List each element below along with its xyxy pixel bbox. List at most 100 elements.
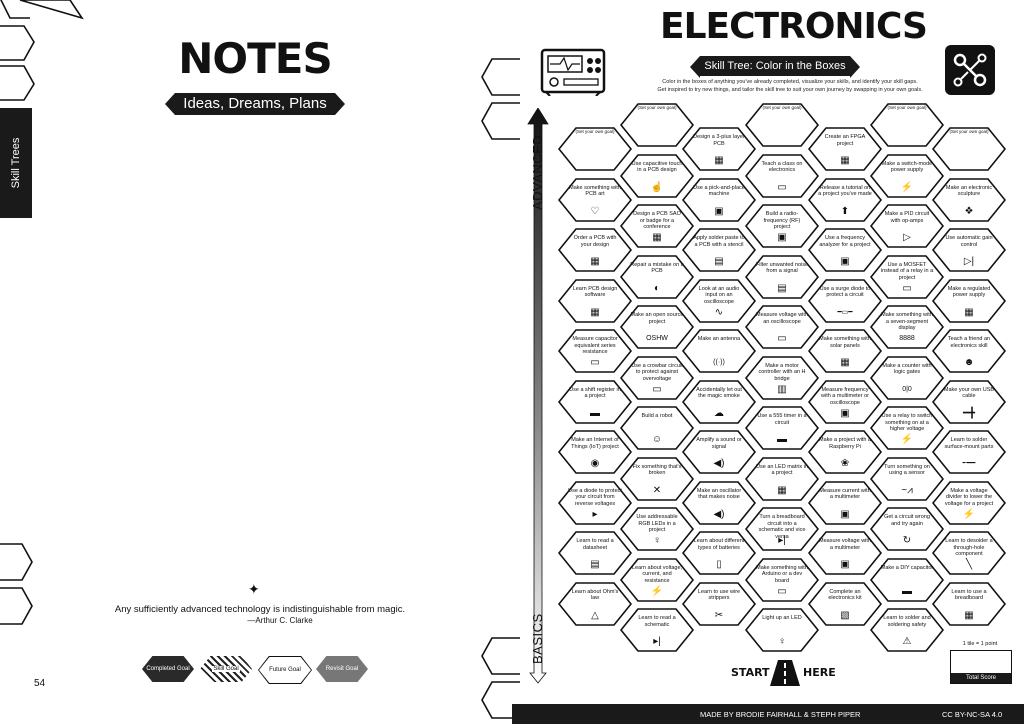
skill-tile[interactable]: Learn to use a breadboard▦ <box>932 581 1006 626</box>
skill-tile[interactable]: Make an electronic sculpture❖ <box>932 177 1006 222</box>
skill-tile[interactable]: Create an FPGA project▦ <box>808 127 882 171</box>
skill-tile-label: Measure capacitor equivalent series resi… <box>572 336 618 355</box>
skill-tile-icon: ▬ <box>777 434 787 445</box>
skill-tile[interactable]: Make a motor controller with an H bridge… <box>745 355 819 400</box>
skill-tile[interactable]: Make something with a seven-segment disp… <box>870 305 944 349</box>
skill-tile[interactable]: Learn about different types of batteries… <box>682 531 756 575</box>
skill-tile[interactable]: Learn about voltage, current, and resist… <box>620 557 694 602</box>
skill-tile[interactable]: (Set your own goal) <box>870 103 944 147</box>
skill-tile[interactable]: Apply solder paste to a PCB with a stenc… <box>682 228 756 272</box>
skill-tile[interactable]: Build a robot☺ <box>620 406 694 450</box>
skill-tile[interactable]: Design a 3-plus layer PCB▦ <box>682 127 756 171</box>
skill-tile[interactable]: Learn to read a datasheet▤ <box>558 531 632 575</box>
footer-bar: MADE BY BRODIE FAIRHALL & STEPH PIPER CC… <box>512 704 1024 724</box>
skill-tile[interactable]: Learn PCB design software▦ <box>558 278 632 323</box>
skill-tile[interactable]: Make a DIY capacitor▬ <box>870 557 944 602</box>
skill-tile[interactable]: Use an LED matrix in a project▦ <box>745 456 819 501</box>
skill-tile[interactable]: Measure current with a multimeter▣ <box>808 480 882 525</box>
skill-tile[interactable]: Use a pick-and-place machine▣ <box>682 177 756 222</box>
skill-tile[interactable]: (Set your own goal) <box>620 103 694 147</box>
skill-tile[interactable]: Look at an audio input on an oscilloscop… <box>682 278 756 323</box>
skill-tile-label: Make a switch-mode power supply <box>881 160 933 174</box>
oscilloscope-icon <box>540 48 606 96</box>
skill-tile[interactable]: Order a PCB with your design ▦ <box>558 228 632 272</box>
skill-tile[interactable]: Measure voltage with a multimeter▣ <box>808 531 882 575</box>
skill-tile[interactable]: Make an antenna((·)) <box>682 329 756 373</box>
hexagon-shape <box>745 103 819 147</box>
skill-tile[interactable]: Use a shift register in a project▬ <box>558 379 632 424</box>
skill-tile[interactable]: Make your own USB cable━╋ <box>932 379 1006 424</box>
skill-tile-label: Repair a mistake on a PCB <box>630 261 684 275</box>
skill-tile[interactable]: Learn to desolder a through-hole compone… <box>932 531 1006 575</box>
skill-tile[interactable]: Use automatic gain control▷| <box>932 228 1006 272</box>
skill-tile[interactable]: Light up an LED♀ <box>745 608 819 652</box>
skill-tile[interactable]: Learn to solder and soldering safety⚠ <box>870 608 944 652</box>
skill-tile[interactable]: Use addressable RGB LEDs in a project♀ <box>620 507 694 551</box>
skill-tile[interactable]: Use capacitive touch in a PCB design☝ <box>620 153 694 198</box>
skill-tile[interactable]: Use a frequency analyzer for a project▣ <box>808 228 882 272</box>
skill-tile[interactable]: Measure voltage with an oscilloscope▭ <box>745 305 819 349</box>
skill-tile-icon: ⬆ <box>840 205 850 217</box>
skill-tile[interactable]: Make a regulated power supply▦ <box>932 278 1006 323</box>
skill-tile[interactable]: Learn to read a schematic▸| <box>620 608 694 652</box>
skill-tile[interactable]: Release a tutorial on a project you've m… <box>808 177 882 222</box>
skill-tile[interactable]: Design a PCB SAO or badge for a conferen… <box>620 204 694 248</box>
skill-tile[interactable]: Use a crowbar circuit to protect against… <box>620 355 694 400</box>
skill-tile-icon: ▸| <box>653 636 661 647</box>
skill-tile[interactable]: Turn a breadboard circuit into a schemat… <box>745 507 819 551</box>
skill-tile-label: Look at an audio input on an oscilloscop… <box>698 285 740 305</box>
skill-tile-label: Use addressable RGB LEDs in a project <box>636 514 678 533</box>
skill-tile[interactable]: (Set your own goal) <box>745 103 819 147</box>
skill-tile[interactable]: Make an Internet of Things (IoT) project… <box>558 430 632 474</box>
skill-tile[interactable]: Complete an electronics kit▧ <box>808 581 882 626</box>
skill-tile[interactable]: Amplify a sound or signal◀) <box>682 430 756 474</box>
hexagon-shape <box>745 557 819 602</box>
skill-tile[interactable]: Make a project with a Raspberry Pi❀ <box>808 430 882 474</box>
hexagon-shape <box>932 329 1006 373</box>
skill-tile[interactable]: Get a circuit wrong and try again↻ <box>870 507 944 551</box>
skill-tile-label: Make a regulated power supply <box>947 285 991 299</box>
skill-tile-label: Release a tutorial on a project you've m… <box>818 184 872 198</box>
skill-tile[interactable]: Make something with PCB art♡ <box>558 177 632 222</box>
skill-tile[interactable]: Build a radio-frequency (RF) project▣ <box>745 204 819 248</box>
skill-tile[interactable]: Use a surge diode to protect a circuit━▭… <box>808 278 882 323</box>
skill-tile[interactable]: Make a PID circuit with op-amps▷ <box>870 204 944 248</box>
skill-tile[interactable]: Make a voltage divider to lower the volt… <box>932 480 1006 525</box>
skill-tile[interactable]: Use a 555 timer in a circuit▬ <box>745 406 819 450</box>
hexagon-shape <box>558 329 632 373</box>
skill-tile[interactable]: Use a relay to switch something on at a … <box>870 406 944 450</box>
notes-banner: Ideas, Dreams, Plans <box>165 93 345 115</box>
skill-tile-icon: ❀ <box>840 458 850 469</box>
skill-tile[interactable]: Make something with solar panels▦ <box>808 329 882 373</box>
hexagon-shape <box>682 379 756 424</box>
skill-tile[interactable]: Learn to use wire strippers✂ <box>682 581 756 626</box>
skill-tile-label: Measure current with a multimeter <box>819 487 871 501</box>
side-tab-skill-trees[interactable]: Skill Trees <box>0 108 32 218</box>
skill-tile[interactable]: Learn to solder surface-mount parts╾━━ <box>932 430 1006 474</box>
skill-tile[interactable]: Use a MOSFET instead of a relay in a pro… <box>870 254 944 299</box>
skill-tile[interactable]: Repair a mistake on a PCB◐ <box>620 254 694 299</box>
skill-tile[interactable]: Make a switch-mode power supply⚡ <box>870 153 944 198</box>
skill-tile-icon: ✂ <box>714 609 724 621</box>
skill-tile[interactable]: Use a diode to protect your circuit from… <box>558 480 632 525</box>
skill-tile[interactable]: Turn something on using a sensor~⩘ <box>870 456 944 501</box>
skill-tile-label: Order a PCB with your design <box>573 235 617 248</box>
skill-tile[interactable]: Make an oscillator that makes noise◀) <box>682 480 756 525</box>
skill-tile[interactable]: Teach a class on electronics▭ <box>745 153 819 198</box>
skill-tile[interactable]: Measure frequency with a multimeter or o… <box>808 379 882 424</box>
skill-tile[interactable]: Make something with Arduino or a dev boa… <box>745 557 819 602</box>
skill-tile[interactable]: (Set your own goal) <box>558 127 632 171</box>
skill-tile[interactable]: (Set your own goal) <box>932 127 1006 171</box>
skill-tile[interactable]: Learn about Ohm's law△ <box>558 581 632 626</box>
skill-tile[interactable]: Filter unwanted noise from a signal▤ <box>745 254 819 299</box>
skill-tile-icon: ▦ <box>590 256 600 267</box>
skill-tile[interactable]: Accidentally let out the magic smoke☁ <box>682 379 756 424</box>
skill-tile[interactable]: Fix something that's broken✕ <box>620 456 694 501</box>
skill-tile-icon: ⚠ <box>902 636 912 647</box>
skill-tile[interactable]: Measure capacitor equivalent series resi… <box>558 329 632 373</box>
hexagon-shape <box>682 177 756 222</box>
skill-tile[interactable]: Teach a friend an electronics skill☻ <box>932 329 1006 373</box>
total-score-box[interactable]: Total Score <box>950 650 1012 684</box>
